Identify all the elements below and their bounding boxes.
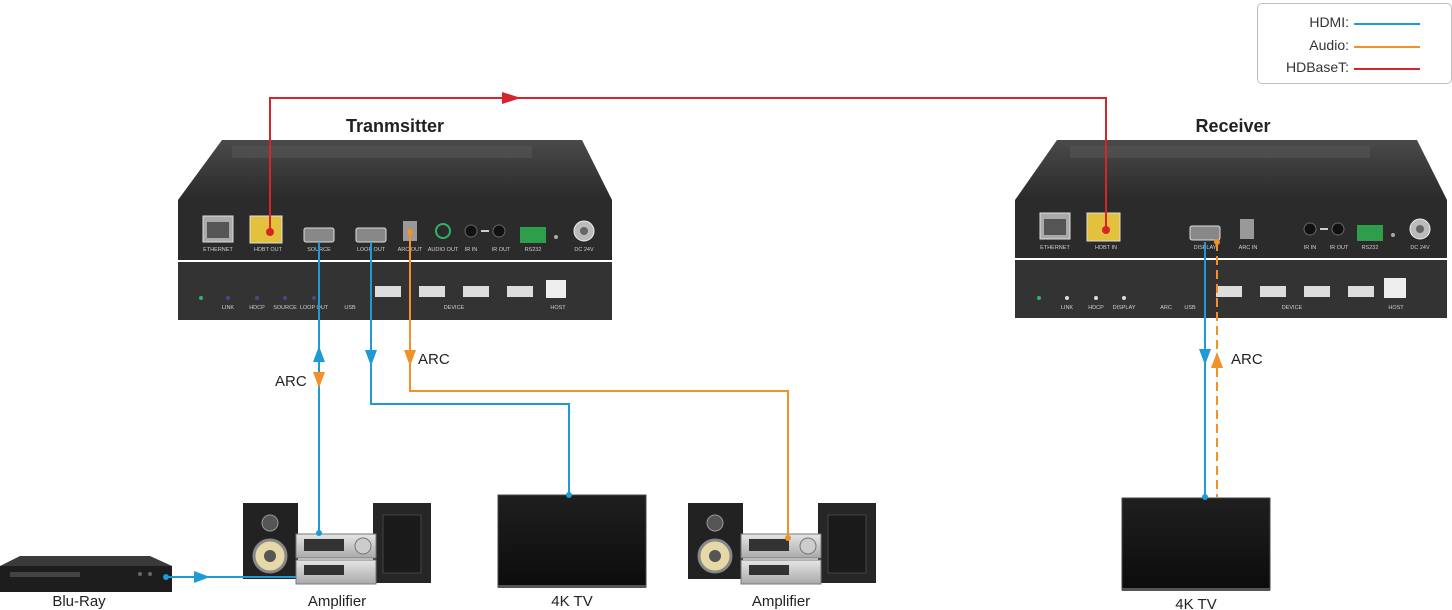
hdbt-out-port	[249, 215, 283, 244]
audio-arc-return-cable	[1211, 239, 1223, 497]
rx-device-label: DEVICE	[1282, 305, 1303, 311]
tx-link-label: LINK	[222, 305, 235, 311]
tx-dc-label: DC 24V	[574, 247, 594, 253]
tx-loop-out2-label: LOOP OUT	[300, 305, 329, 311]
transmitter-unit: ETHERNET HDBT OUT SOURCE LOOP OUT ARC OU…	[178, 140, 612, 320]
rx-ethernet-label: ETHERNET	[1040, 245, 1070, 251]
rx-ir-out-label: IR OUT	[1330, 245, 1349, 251]
arc-label-source: ARC	[275, 373, 307, 390]
tv-1	[497, 494, 647, 588]
tv-2	[1121, 497, 1271, 591]
transmitter-title: Tranmsitter	[346, 116, 444, 136]
legend-hdbaset-line	[1354, 68, 1420, 70]
receiver-unit: ETHERNET HDBT IN DISPLAY ARC IN IR IN IR…	[1015, 140, 1447, 318]
audio-arc-out-cable	[404, 229, 791, 541]
tx-hdcp-label: HDCP	[249, 305, 265, 311]
rx-arc-label: ARC	[1160, 305, 1172, 311]
tx-ir-in-label: IR IN	[465, 247, 478, 253]
bluray-player	[0, 556, 172, 592]
ir-out-port	[492, 224, 506, 238]
tv-2-label: 4K TV	[1175, 596, 1216, 610]
legend-hdmi-line	[1354, 23, 1420, 25]
legend-hdbaset-label: HDBaseT:	[1285, 59, 1349, 75]
legend-audio-line	[1354, 46, 1420, 48]
rx-hdbt-in-label: HDBT IN	[1095, 245, 1117, 251]
tx-usb-label: USB	[344, 305, 356, 311]
hdmi-loop-out-cable	[365, 242, 572, 498]
rx-link-label: LINK	[1061, 305, 1074, 311]
tx-source2-label: SOURCE	[273, 305, 297, 311]
tx-rs232-label: RS232	[525, 247, 542, 253]
rx-usb-label: USB	[1184, 305, 1196, 311]
rx-host-label: HOST	[1388, 305, 1404, 311]
rx-dc-label: DC 24V	[1410, 245, 1430, 251]
loop-out-port	[355, 227, 387, 243]
legend-hdmi-label: HDMI:	[1309, 14, 1349, 30]
legend: HDMI: Audio: HDBaseT:	[1257, 3, 1452, 84]
hdmi-bluray-cable	[163, 571, 296, 583]
arc-label-arc-out: ARC	[418, 351, 450, 368]
hdmi-display-cable	[1199, 242, 1211, 500]
tx-hdbt-out-label: HDBT OUT	[254, 247, 283, 253]
rx-ir-in-label: IR IN	[1304, 245, 1317, 251]
tv-1-label: 4K TV	[551, 593, 592, 610]
rx-arc-in-label: ARC IN	[1239, 245, 1258, 251]
display-port	[1189, 225, 1221, 241]
amplifier-1-label: Amplifier	[308, 593, 366, 610]
rx-hdcp-label: HDCP	[1088, 305, 1104, 311]
tx-ethernet-label: ETHERNET	[203, 247, 233, 253]
tx-audio-out-label: AUDIO OUT	[428, 247, 459, 253]
rx-display2-label: DISPLAY	[1113, 305, 1136, 311]
legend-audio-label: Audio:	[1309, 37, 1349, 53]
amplifier-2	[688, 503, 876, 585]
bluray-label: Blu-Ray	[52, 593, 106, 610]
arc-label-receiver: ARC	[1231, 351, 1263, 368]
rs232-port	[520, 227, 546, 243]
tx-host-label: HOST	[550, 305, 566, 311]
source-port	[303, 227, 335, 243]
tx-device-label: DEVICE	[444, 305, 465, 311]
audio-out-port	[435, 223, 451, 239]
rs232-port	[1357, 225, 1383, 241]
tx-ir-out-label: IR OUT	[492, 247, 511, 253]
amplifier-2-label: Amplifier	[752, 593, 810, 610]
rx-rs232-label: RS232	[1362, 245, 1379, 251]
receiver-title: Receiver	[1195, 116, 1270, 136]
ir-in-port	[464, 224, 478, 238]
amplifier-1	[243, 503, 431, 585]
hdbaset-cable	[266, 92, 1110, 236]
hdmi-source-cable	[313, 242, 325, 536]
arc-in-port	[1240, 219, 1254, 239]
